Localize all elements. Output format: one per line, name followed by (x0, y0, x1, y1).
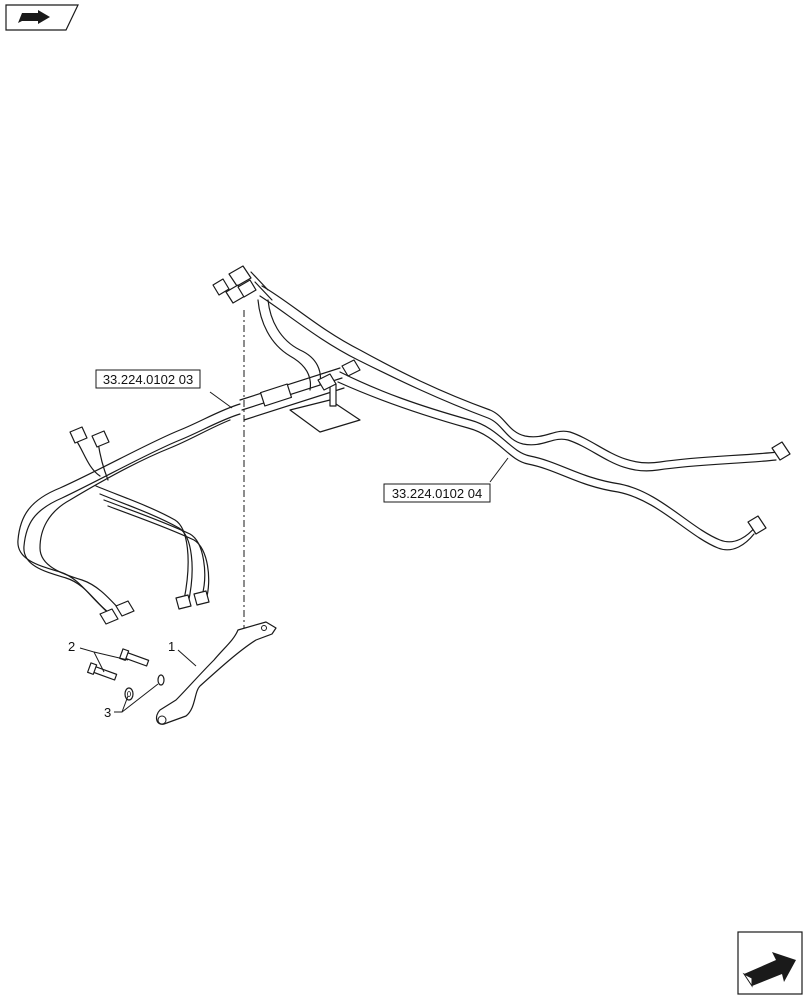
part-1-bracket[interactable] (155, 621, 277, 725)
callout-2: 2 (68, 639, 75, 654)
part-2-bolts[interactable] (86, 648, 150, 682)
callout-3: 3 (104, 705, 111, 720)
reference-label-right[interactable]: 33.224.0102 04 (383, 483, 491, 503)
reference-text-right: 33.224.0102 04 (392, 486, 482, 501)
pipe-bundle-left (17, 403, 241, 625)
reference-label-left[interactable]: 33.224.0102 03 (95, 369, 201, 389)
pipe-bundle-right (259, 285, 791, 551)
catalog-flag-icon[interactable] (5, 4, 79, 31)
next-page-arrow-icon[interactable] (737, 931, 803, 995)
callout-1: 1 (168, 639, 175, 654)
part-3-washers[interactable] (124, 674, 165, 701)
reference-text-left: 33.224.0102 03 (103, 372, 193, 387)
leader-lines (79, 391, 509, 713)
center-mount-bracket (259, 359, 361, 433)
top-fittings (212, 265, 273, 304)
